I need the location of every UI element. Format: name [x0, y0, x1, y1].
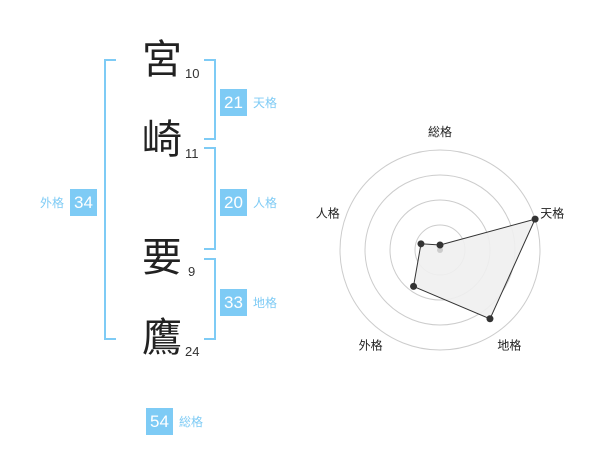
radar-axis-label-0: 総格 — [428, 124, 452, 139]
chikaku-badge: 33 地格 — [220, 289, 277, 316]
jinkaku-badge: 20 人格 — [220, 189, 277, 216]
gaikaku-label: 外格 — [40, 196, 65, 210]
stroke-count-4: 24 — [185, 344, 200, 359]
radar-point-1 — [531, 215, 539, 223]
jinkaku-label: 人格 — [253, 196, 278, 210]
chikaku-bracket — [204, 258, 216, 340]
radar-center-dot — [437, 247, 443, 253]
stroke-count-3: 9 — [188, 264, 196, 279]
name-char-2: 崎 — [142, 117, 182, 163]
name-char-1: 宮 — [142, 37, 182, 83]
radar-axis-label-1: 天格 — [540, 206, 564, 221]
radar-axis-label-2: 地格 — [497, 338, 521, 353]
radar-ring-4 — [339, 149, 541, 351]
jinkaku-value: 20 — [220, 189, 247, 216]
gaikaku-badge: 外格 34 — [40, 189, 98, 216]
radar-data-points — [410, 215, 539, 323]
name-char-3: 要 — [142, 235, 182, 281]
radar-axis-label-3: 外格 — [359, 338, 383, 353]
stroke-count-2: 11 — [185, 146, 199, 161]
radar-point-2 — [486, 315, 494, 323]
tenkaku-bracket — [204, 59, 216, 140]
soukaku-label: 総格 — [179, 415, 204, 429]
chikaku-value: 33 — [220, 289, 247, 316]
radar-data-polygon — [412, 218, 536, 320]
gaikaku-bracket — [104, 59, 116, 340]
soukaku-value: 54 — [146, 408, 173, 435]
radar-axis-label-4: 人格 — [316, 206, 340, 221]
radar-point-0 — [436, 241, 444, 249]
radar-point-3 — [410, 282, 418, 290]
radar-point-4 — [417, 240, 425, 248]
jinkaku-bracket — [204, 147, 216, 250]
tenkaku-badge: 21 天格 — [220, 89, 277, 116]
name-char-4: 鷹 — [142, 315, 182, 361]
chikaku-label: 地格 — [253, 296, 278, 310]
tenkaku-label: 天格 — [253, 96, 278, 110]
stroke-count-1: 10 — [185, 66, 200, 81]
gaikaku-value: 34 — [70, 189, 98, 216]
soukaku-badge: 54 総格 — [146, 408, 203, 435]
tenkaku-value: 21 — [220, 89, 247, 116]
